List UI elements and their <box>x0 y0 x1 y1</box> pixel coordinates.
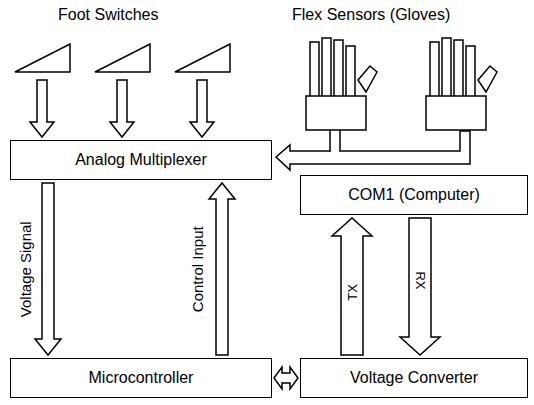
input-arrow <box>110 80 134 137</box>
box-label: Voltage Converter <box>350 369 478 387</box>
block-arrow <box>274 367 298 389</box>
block-arrow <box>332 218 372 355</box>
process-box: Voltage Converter <box>300 358 528 398</box>
signal-label: TX <box>345 283 358 302</box>
input-arrow <box>276 131 470 170</box>
block-arrow <box>209 183 235 355</box>
block-arrow <box>400 218 440 355</box>
foot-switch-symbol <box>95 44 150 72</box>
heading-label: Foot Switches <box>58 6 158 24</box>
glove-cable <box>339 130 341 151</box>
box-label: Microcontroller <box>89 369 194 387</box>
process-box: COM1 (Computer) <box>300 175 528 215</box>
process-box: Analog Multiplexer <box>10 140 272 180</box>
block-arrow <box>35 183 61 355</box>
process-box: Microcontroller <box>10 358 272 398</box>
foot-switch-symbol <box>175 44 230 72</box>
signal-label: Voltage Signal <box>18 221 35 317</box>
heading-label: Flex Sensors (Gloves) <box>292 6 450 24</box>
foot-switch-symbol <box>15 44 70 72</box>
signal-label: RX <box>414 270 427 290</box>
glove-symbol <box>306 38 377 130</box>
box-label: COM1 (Computer) <box>348 186 480 204</box>
glove-symbol <box>426 38 497 130</box>
cable-join <box>331 150 339 153</box>
glove-cable <box>329 130 331 151</box>
input-arrow <box>30 80 54 137</box>
input-arrow <box>190 80 214 137</box>
box-label: Analog Multiplexer <box>75 151 207 169</box>
signal-label: Control Input <box>190 226 207 312</box>
cable-join <box>461 150 469 153</box>
